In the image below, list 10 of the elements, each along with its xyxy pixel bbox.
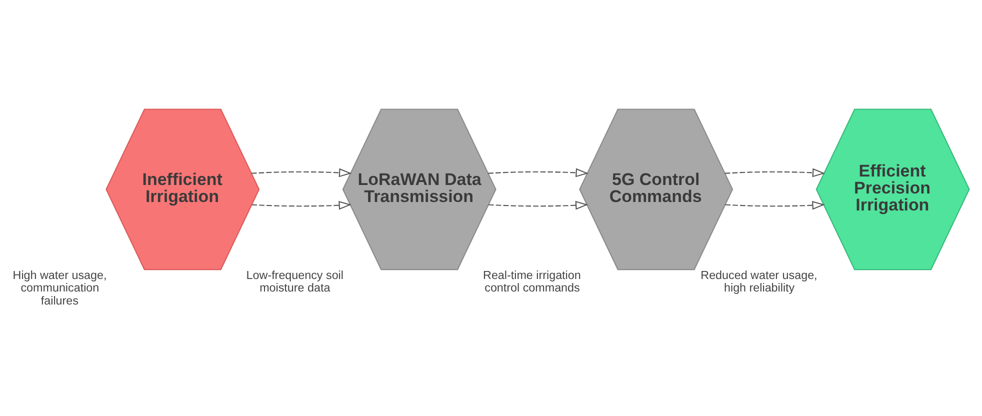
arrow	[252, 200, 352, 210]
node-label: Low-frequency soil moisture data	[246, 268, 344, 294]
arrow	[725, 200, 825, 210]
node-label: High water usage, communication failures	[12, 268, 107, 307]
arrow	[724, 168, 826, 177]
arrow	[488, 168, 588, 177]
node-label: Real-time irrigation control commands	[483, 268, 581, 294]
node-label: Reduced water usage, high reliability	[700, 268, 818, 294]
arrow	[252, 168, 352, 177]
arrow	[488, 200, 588, 210]
